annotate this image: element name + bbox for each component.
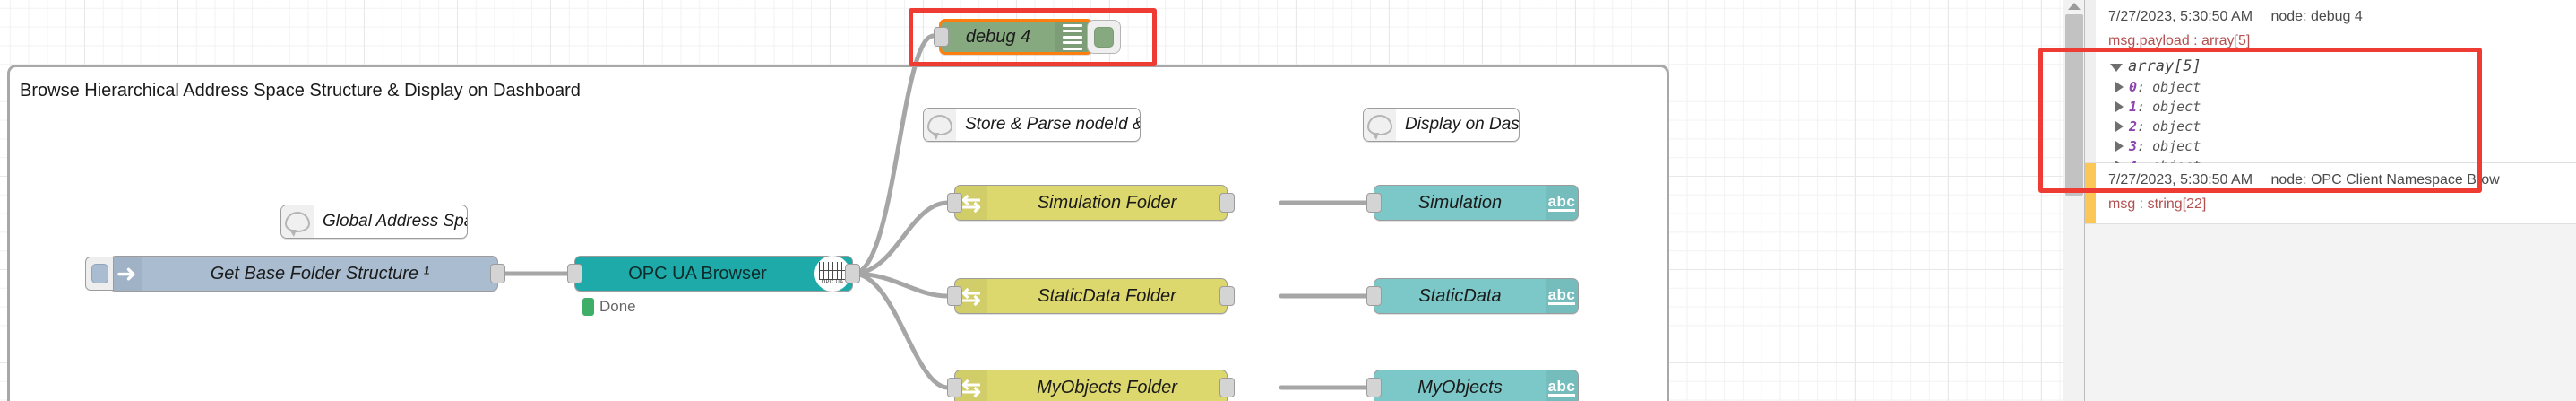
- debug-property: msg : string[22]: [2108, 196, 2207, 212]
- node-input-port[interactable]: [947, 378, 962, 397]
- debug-item-type: object: [2152, 99, 2201, 115]
- function-icon: ⇆: [955, 186, 987, 220]
- node-inject-get-base-folder-structure[interactable]: ➜ Get Base Folder Structure ¹: [85, 256, 505, 292]
- comment-display-dashboard[interactable]: Display on Dashboard: [1363, 108, 1520, 142]
- debug-sidebar[interactable]: 7/27/2023, 5:30:50 AM node: debug 4 msg.…: [2084, 0, 2576, 401]
- chevron-right-icon[interactable]: [2115, 101, 2124, 112]
- comment-global-address-space[interactable]: Global Address Space Folder Browse: [280, 205, 468, 239]
- comment-label: Display on Dashboard: [1405, 115, 1519, 134]
- opc-ua-logo-icon: OPC UA: [814, 256, 850, 292]
- comment-label: Global Address Space Folder Browse: [323, 212, 467, 231]
- debug-message-meta: 7/27/2023, 5:30:50 AM node: debug 4: [2108, 9, 2564, 25]
- debug-message-meta: 7/27/2023, 5:30:50 AM node: OPC Client N…: [2108, 172, 2564, 188]
- node-input-port[interactable]: [1366, 378, 1382, 397]
- scrollbar-thumb[interactable]: [2065, 14, 2083, 196]
- status-label: Done: [599, 298, 636, 315]
- annotation-rect-debug-message: [2038, 48, 2482, 193]
- debug-node-name: node: debug 4: [2270, 9, 2363, 24]
- node-dashboard-simulation[interactable]: Simulation abc: [1366, 185, 1579, 221]
- node-dashboard-myobjects[interactable]: MyObjects abc: [1366, 370, 1579, 401]
- node-debug-4[interactable]: debug 4: [934, 19, 1121, 55]
- status-dot: [582, 298, 594, 316]
- comment-bubble-icon: [281, 205, 314, 238]
- node-input-port[interactable]: [1366, 193, 1382, 213]
- debug-tree-root[interactable]: array[5]: [2110, 57, 2564, 75]
- debug-item-colon: :: [2137, 118, 2146, 135]
- canvas-vertical-scrollbar[interactable]: [2063, 0, 2085, 401]
- node-label: StaticData Folder: [1038, 285, 1176, 306]
- flow-group-title: Browse Hierarchical Address Space Struct…: [20, 81, 581, 100]
- chevron-right-icon[interactable]: [2115, 121, 2124, 132]
- abc-text-icon: abc: [1546, 279, 1578, 313]
- chevron-right-icon[interactable]: [2115, 82, 2124, 92]
- comment-label: Store & Parse nodeId & browseName: [965, 115, 1140, 134]
- node-output-port[interactable]: [1219, 378, 1235, 397]
- node-input-port[interactable]: [567, 264, 582, 283]
- inject-arrow-icon: ➜: [110, 257, 142, 291]
- debug-item-colon: :: [2137, 79, 2146, 95]
- debug-tree-item[interactable]: 2: object: [2115, 118, 2564, 135]
- debug-node-name: node: OPC Client Namespace Brow: [2270, 172, 2500, 187]
- debug-timestamp: 7/27/2023, 5:30:50 AM: [2108, 9, 2253, 24]
- node-output-port[interactable]: [845, 264, 860, 283]
- abc-text-icon: abc: [1546, 370, 1578, 401]
- debug-item-index: 1: [2129, 99, 2138, 115]
- node-label: MyObjects: [1417, 377, 1503, 397]
- debug-item-index: 0: [2129, 79, 2138, 95]
- node-function-staticdata-folder[interactable]: ⇆ StaticData Folder: [947, 278, 1235, 314]
- node-label: Simulation: [1417, 192, 1503, 213]
- debug-item-type: object: [2152, 118, 2201, 135]
- node-label: StaticData: [1418, 285, 1502, 306]
- debug-item-index: 2: [2129, 118, 2138, 135]
- comment-bubble-icon: [1364, 109, 1396, 141]
- debug-lines-icon: [1055, 22, 1090, 52]
- debug-item-colon: :: [2137, 138, 2146, 154]
- debug-message[interactable]: 7/27/2023, 5:30:50 AM node: OPC Client N…: [2085, 163, 2576, 224]
- node-output-port[interactable]: [1219, 286, 1235, 306]
- node-input-port[interactable]: [947, 286, 962, 306]
- debug-message-level-bar: [2085, 0, 2096, 162]
- debug-item-type: object: [2152, 79, 2201, 95]
- debug-tree-root-label: array[5]: [2128, 57, 2201, 75]
- debug-enable-toggle[interactable]: [1087, 20, 1121, 54]
- inject-trigger-button[interactable]: [85, 257, 114, 291]
- debug-item-index: 3: [2129, 138, 2138, 154]
- annotation-rect-debug-node: [909, 8, 1157, 66]
- node-function-myobjects-folder[interactable]: ⇆ MyObjects Folder: [947, 370, 1235, 401]
- comment-bubble-icon: [924, 109, 956, 141]
- debug-message-level-bar: [2085, 163, 2096, 223]
- debug-item-colon: :: [2137, 99, 2146, 115]
- node-label: Get Base Folder Structure ¹: [210, 263, 430, 283]
- abc-text-icon: abc: [1546, 186, 1578, 220]
- node-output-port[interactable]: [490, 264, 505, 283]
- debug-tree-item[interactable]: 0: object: [2115, 79, 2564, 95]
- chevron-down-icon[interactable]: [2110, 63, 2123, 72]
- chevron-right-icon[interactable]: [2115, 141, 2124, 152]
- comment-store-parse[interactable]: Store & Parse nodeId & browseName: [923, 108, 1141, 142]
- node-label: Simulation Folder: [1037, 192, 1177, 213]
- debug-timestamp: 7/27/2023, 5:30:50 AM: [2108, 172, 2253, 187]
- node-status-done: Done: [582, 298, 636, 316]
- debug-tree-item[interactable]: 1: object: [2115, 99, 2564, 115]
- debug-item-type: object: [2152, 138, 2201, 154]
- node-label: OPC UA Browser: [628, 263, 767, 283]
- debug-tree-item[interactable]: 3: object: [2115, 138, 2564, 154]
- node-input-port[interactable]: [1366, 286, 1382, 306]
- node-output-port[interactable]: [1219, 193, 1235, 213]
- node-label: MyObjects Folder: [1037, 377, 1177, 397]
- flow-canvas[interactable]: Browse Hierarchical Address Space Struct…: [0, 0, 2063, 401]
- node-input-port[interactable]: [947, 193, 962, 213]
- node-input-port[interactable]: [934, 27, 949, 47]
- debug-property: msg.payload : array[5]: [2108, 33, 2251, 48]
- scroll-up-arrow-icon[interactable]: [2063, 0, 2085, 13]
- node-label: debug 4: [965, 26, 1031, 47]
- node-function-simulation-folder[interactable]: ⇆ Simulation Folder: [947, 185, 1235, 221]
- node-dashboard-staticdata[interactable]: StaticData abc: [1366, 278, 1579, 314]
- node-opc-ua-browser[interactable]: OPC UA Browser OPC UA: [567, 256, 860, 292]
